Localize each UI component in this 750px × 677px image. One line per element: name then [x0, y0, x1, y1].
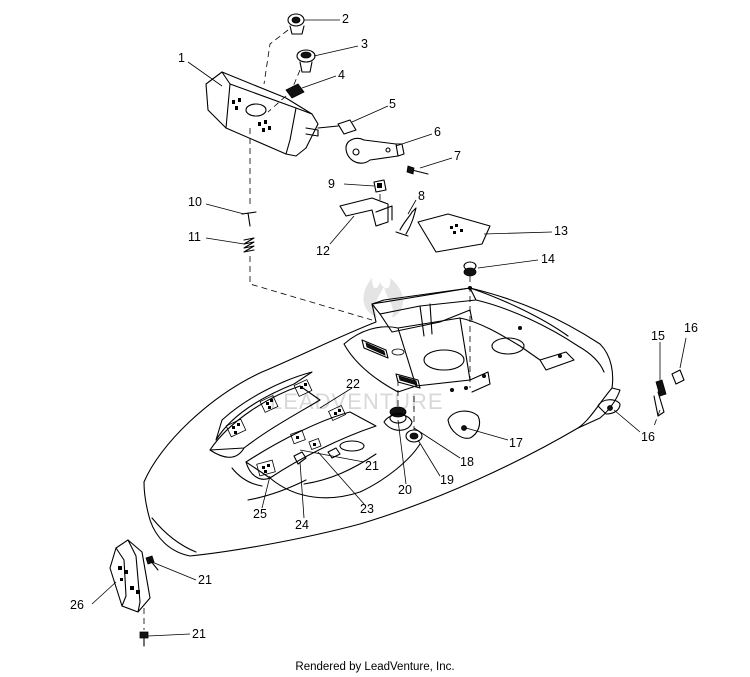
screw-7	[406, 165, 429, 175]
callout-18: 18	[460, 455, 474, 469]
callout-7: 7	[454, 149, 461, 163]
callout-21-c: 21	[192, 627, 206, 641]
callout-12: 12	[316, 244, 330, 258]
callout-22: 22	[346, 377, 360, 391]
hood-body	[143, 285, 621, 557]
callout-13: 13	[554, 224, 568, 238]
callout-25: 25	[253, 507, 267, 521]
callout-5: 5	[389, 97, 396, 111]
bumper-26	[109, 539, 151, 613]
bracket-6	[345, 137, 405, 164]
spring-11	[243, 128, 373, 321]
callout-1: 1	[178, 51, 185, 65]
callout-14: 14	[541, 252, 555, 266]
leader-lines	[91, 19, 687, 637]
pin-10	[241, 211, 257, 227]
lamp-socket-2	[263, 13, 305, 85]
headlight-pod	[205, 71, 319, 157]
callout-16-top: 16	[684, 321, 698, 335]
callout-19: 19	[440, 473, 454, 487]
knob-16	[671, 369, 685, 385]
callout-labels: 1 2 3 4 5 6 7 8 9 10 11 12 13 14 15 16 1…	[70, 12, 698, 641]
latch-15	[653, 379, 667, 427]
connector-4	[267, 83, 305, 113]
watermark-text: LEADVENTURE	[270, 389, 444, 414]
callout-8: 8	[418, 189, 425, 203]
callout-21-b: 21	[365, 459, 379, 473]
render-credit: Rendered by LeadVenture, Inc.	[295, 661, 454, 673]
grommet-14	[463, 261, 477, 388]
callout-20: 20	[398, 483, 412, 497]
callout-17: 17	[509, 436, 523, 450]
callout-23: 23	[360, 502, 374, 516]
bushing-set	[383, 380, 423, 443]
clip-8	[395, 207, 417, 237]
callout-15: 15	[651, 329, 665, 343]
callout-16-lower: 16	[641, 430, 655, 444]
callout-24: 24	[295, 518, 309, 532]
callout-3: 3	[361, 37, 368, 51]
plate-13	[417, 213, 491, 253]
callout-26: 26	[70, 598, 84, 612]
callout-6: 6	[434, 125, 441, 139]
callout-11: 11	[188, 230, 201, 244]
callout-21-a: 21	[198, 573, 212, 587]
callout-10: 10	[188, 195, 202, 209]
callout-9: 9	[328, 177, 335, 191]
watermark: LEADVENTURE	[270, 278, 444, 414]
nut-9	[373, 179, 387, 193]
plate-5	[317, 119, 357, 135]
callout-4: 4	[338, 68, 345, 82]
bracket-12	[339, 194, 393, 227]
callout-2: 2	[342, 12, 349, 26]
fasteners-21	[139, 555, 159, 647]
